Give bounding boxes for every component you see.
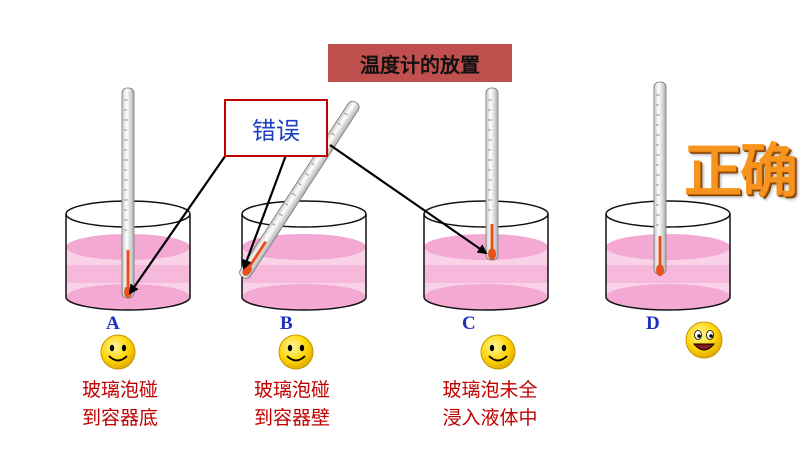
- caption-b-line1: 玻璃泡碰: [253, 379, 330, 401]
- arrow-to-a: [128, 151, 229, 295]
- arrow-to-b: [242, 154, 288, 270]
- smiley-icon-c: [480, 334, 516, 370]
- smiley-icon-a: [100, 334, 136, 370]
- smiley-icon-d: [685, 321, 723, 359]
- caption-c-line1: 玻璃泡未全: [442, 379, 538, 401]
- caption-b-line2: 到容器壁: [253, 407, 330, 429]
- beaker-letter-a: A: [106, 313, 120, 334]
- caption-a-line1: 玻璃泡碰: [81, 379, 158, 401]
- caption-a: 玻璃泡碰 到容器底: [68, 376, 172, 432]
- caption-c: 玻璃泡未全 浸入液体中: [428, 376, 552, 432]
- caption-c-line2: 浸入液体中: [442, 407, 538, 429]
- caption-b: 玻璃泡碰 到容器壁: [240, 376, 344, 432]
- thermometer-c: [485, 87, 499, 261]
- beaker-letter-b: B: [280, 313, 293, 334]
- correct-label: 正确: [684, 137, 798, 205]
- beaker-letter-d: D: [646, 313, 660, 334]
- beaker-letter-c: C: [462, 313, 476, 334]
- thermometer-d: [653, 81, 667, 276]
- thermometer-a: [121, 87, 135, 299]
- error-arrows: [128, 144, 488, 295]
- arrow-to-c: [329, 144, 488, 255]
- caption-a-line2: 到容器底: [81, 407, 158, 429]
- beaker-b: [241, 200, 367, 311]
- beaker-d: [605, 200, 731, 311]
- smiley-icon-b: [278, 334, 314, 370]
- page-title: 温度计的放置: [328, 44, 512, 82]
- error-label-box: 错误: [224, 99, 328, 157]
